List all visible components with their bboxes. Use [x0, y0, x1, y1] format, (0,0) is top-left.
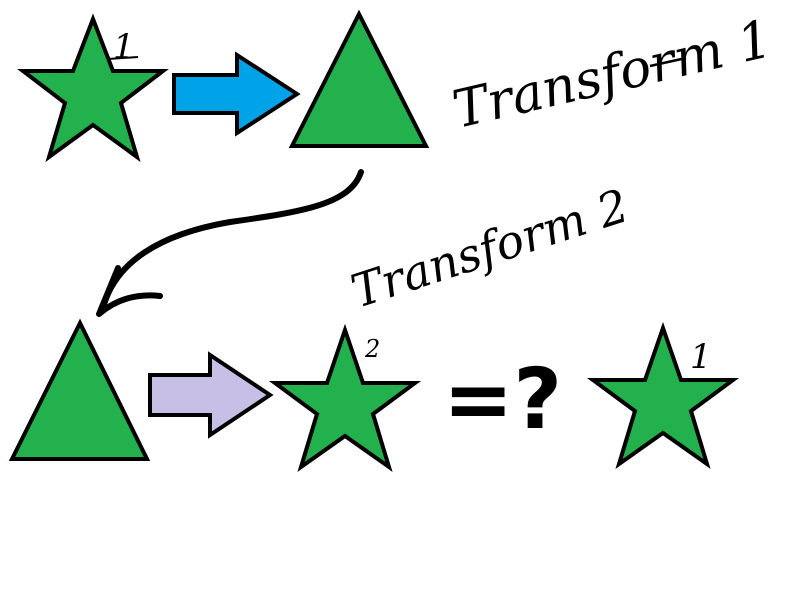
transform-2-arrow-icon: [148, 351, 274, 439]
curved-arrow-head-icon: [96, 265, 163, 317]
transform-2-curved-arrow-icon: [100, 169, 364, 311]
star-3-tag: 1: [690, 337, 712, 377]
transform-1-arrow-icon: [172, 51, 301, 137]
star-1-tag: 1: [113, 27, 135, 67]
star-1-tag-underline: [107, 56, 139, 60]
triangle-2-icon: [8, 318, 151, 461]
star-3-icon: [586, 321, 740, 469]
equals-question-mark: =?: [443, 350, 562, 448]
triangle-1-icon: [288, 9, 430, 148]
star-2-tag: 2: [364, 335, 380, 363]
transform-1-underline: [649, 56, 687, 68]
star-1-icon: [17, 13, 169, 163]
star-2-icon: [268, 323, 422, 472]
